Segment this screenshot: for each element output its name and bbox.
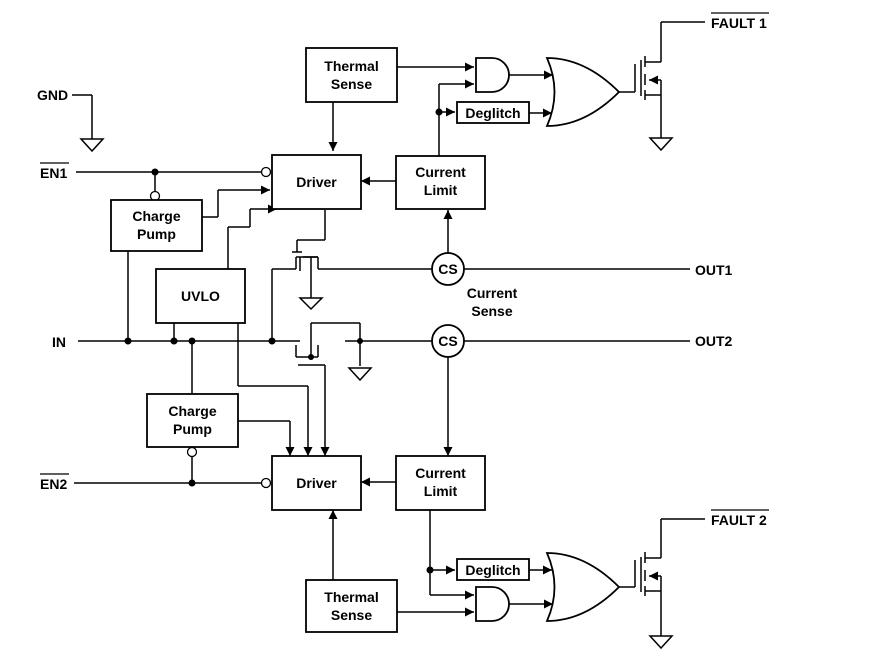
cs-1-label: CS [438,261,457,277]
charge-pump-2-label-line2: Pump [173,421,212,437]
gnd-label: GND [37,87,68,103]
current-sense-1: CS [431,252,465,286]
current-sense-label-line1: Current [467,285,518,301]
current-sense-label-line2: Sense [471,303,512,319]
charge-pump-2: Charge Pump [146,393,239,448]
thermal-sense-2-label-line1: Thermal [324,589,378,605]
thermal-sense-1: Thermal Sense [305,47,398,103]
uvlo-block: UVLO [155,268,246,324]
current-limit-1: Current Limit [395,155,486,210]
or-gate-1 [545,57,621,127]
current-limit-1-label-line2: Limit [424,182,458,198]
thermal-sense-2-label-line2: Sense [331,607,372,623]
charge-pump-1-label-line1: Charge [132,208,180,224]
driver-1: Driver [271,154,362,210]
en1-label: EN1 [40,165,67,181]
deglitch-2-label: Deglitch [465,562,520,578]
out2-label: OUT2 [695,333,733,349]
charge-pump-1-label-line2: Pump [137,226,176,242]
thermal-sense-1-label-line2: Sense [331,76,372,92]
thermal-sense-1-label-line1: Thermal [324,58,378,74]
driver-2: Driver [271,455,362,511]
en2-label: EN2 [40,476,67,492]
current-limit-1-label-line1: Current [415,164,466,180]
current-limit-2-label-line2: Limit [424,483,458,499]
wires [72,21,705,650]
out1-label: OUT1 [695,262,733,278]
gnd-symbol-top [72,94,105,153]
deglitch-1: Deglitch [456,101,530,124]
fault2-label: FAULT 2 [711,512,767,528]
deglitch-2: Deglitch [456,558,530,581]
or-gate-2 [545,552,621,622]
driver-2-label: Driver [296,475,337,491]
current-sense-2: CS [431,324,465,358]
driver-1-label: Driver [296,174,337,190]
charge-pump-2-label-line1: Charge [168,403,216,419]
fault1-label: FAULT 1 [711,15,767,31]
uvlo-label: UVLO [181,288,220,304]
thermal-sense-2: Thermal Sense [305,579,398,633]
and-gate-1 [475,57,510,93]
and-gate-2 [475,586,510,622]
deglitch-1-label: Deglitch [465,105,520,121]
current-limit-2-label-line1: Current [415,465,466,481]
cs-2-label: CS [438,333,457,349]
current-limit-2: Current Limit [395,455,486,511]
in-label: IN [52,334,66,350]
charge-pump-1: Charge Pump [110,199,203,252]
